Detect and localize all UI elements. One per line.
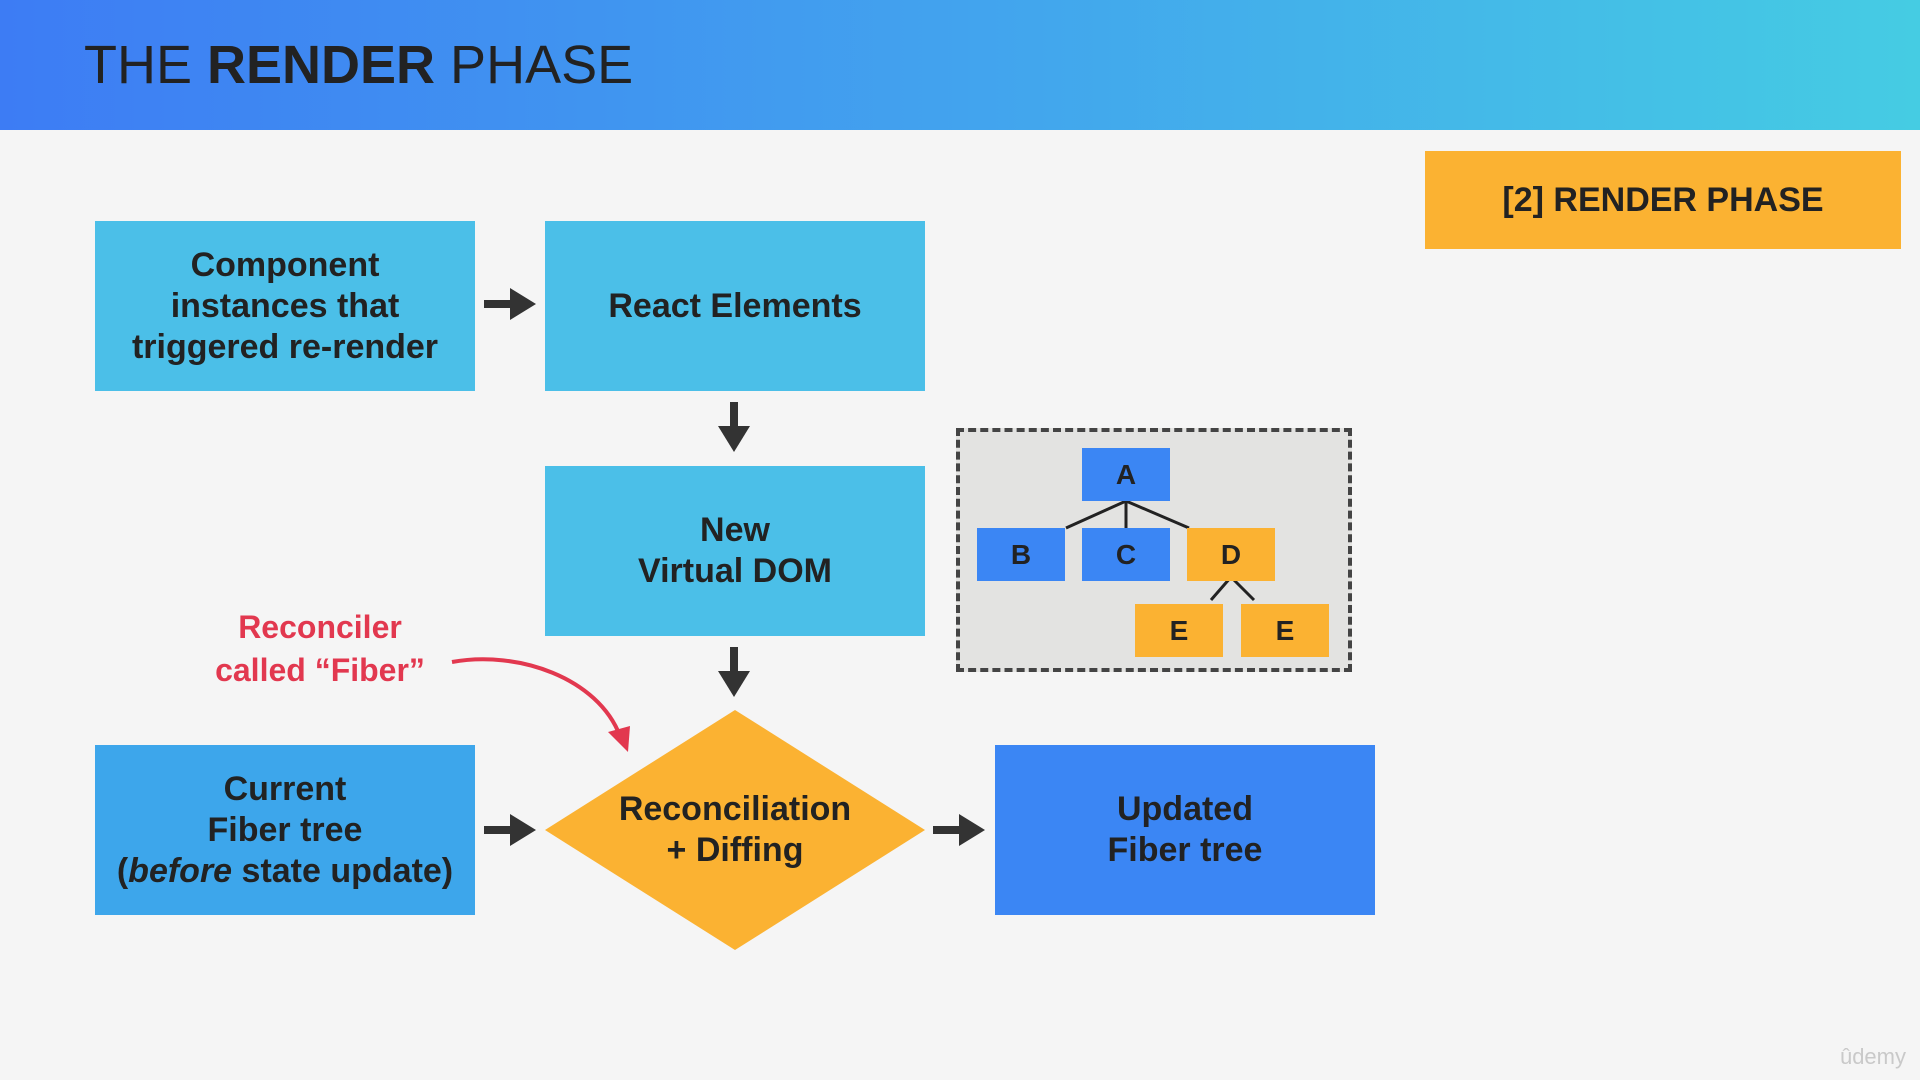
reconciliation-diamond xyxy=(545,710,925,950)
arrow-right-1 xyxy=(484,288,536,320)
component-instances-line-1: Component xyxy=(190,245,380,284)
current-fiber-tree-box: Current Fiber tree (before state update) xyxy=(95,745,475,915)
title-part-3: PHASE xyxy=(435,35,634,95)
reconciler-annotation: Reconciler called “Fiber” xyxy=(195,606,445,692)
phase-badge: [2] RENDER PHASE xyxy=(1425,151,1901,249)
tree-diagram-box: A B C D E E xyxy=(956,428,1352,672)
tree-connectors xyxy=(1065,499,1256,602)
title-part-2: RENDER xyxy=(207,35,436,95)
new-vdom-line-1: New xyxy=(700,511,770,549)
component-instances-box: Component instances that triggered re-re… xyxy=(95,221,475,391)
reconciler-curved-arrow xyxy=(451,657,630,752)
title-part-1: THE xyxy=(84,35,208,95)
react-elements-box: React Elements xyxy=(545,221,925,391)
reconciler-line-2: called “Fiber” xyxy=(215,652,425,688)
current-fiber-line-1: Current xyxy=(223,769,347,808)
component-instances-line-2: instances that xyxy=(170,286,400,325)
diamond-shape xyxy=(545,710,925,950)
tree-node-e-2: E xyxy=(1241,604,1329,657)
tree-node-e-1: E xyxy=(1135,604,1223,657)
react-elements-label: React Elements xyxy=(608,286,862,325)
udemy-watermark: ûdemy xyxy=(1839,1044,1906,1069)
current-fiber-open-paren: ( xyxy=(116,851,129,890)
page-title: THE RENDER PHASE xyxy=(84,28,633,102)
tree-node-d: D xyxy=(1187,528,1275,581)
current-fiber-line-3: (before state update) xyxy=(117,851,453,892)
new-virtual-dom-box: New Virtual DOM xyxy=(545,466,925,636)
reconciliation-label-wrap: Reconciliation + Diffing xyxy=(545,710,925,950)
tree-node-a: A xyxy=(1082,448,1170,501)
tree-node-b: B xyxy=(977,528,1065,581)
current-fiber-italic: before xyxy=(128,851,233,890)
tree-node-c: C xyxy=(1082,528,1170,581)
updated-fiber-tree-box: Updated Fiber tree xyxy=(995,745,1375,915)
arrow-down-2 xyxy=(718,647,750,697)
current-fiber-line-2: Fiber tree xyxy=(207,810,363,849)
new-vdom-line-2: Virtual DOM xyxy=(638,552,832,590)
reconciler-line-1: Reconciler xyxy=(238,609,402,645)
component-instances-line-3: triggered re-render xyxy=(131,327,439,366)
arrow-right-3 xyxy=(933,814,985,846)
header-bar: THE RENDER PHASE xyxy=(0,0,1920,130)
reconciliation-line-2: + Diffing xyxy=(666,831,804,869)
updated-fiber-line-1: Updated xyxy=(1116,790,1253,828)
current-fiber-rest: state update) xyxy=(232,851,454,890)
arrow-down-1 xyxy=(718,402,750,452)
reconciliation-line-1: Reconciliation xyxy=(618,790,852,828)
updated-fiber-line-2: Fiber tree xyxy=(1107,831,1263,869)
arrow-right-2 xyxy=(484,814,536,846)
